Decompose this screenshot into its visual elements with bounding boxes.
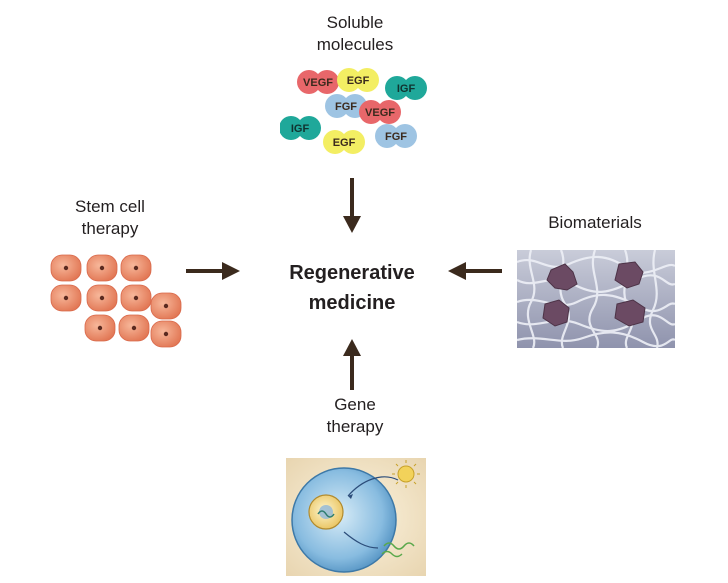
stem-cell bbox=[86, 254, 118, 282]
center-title-line1: Regenerative bbox=[289, 262, 415, 284]
expressed-protein-strand-2 bbox=[381, 550, 403, 558]
gene-therapy-line1: Gene bbox=[334, 395, 376, 414]
stem-cell-therapy-line1: Stem cell bbox=[75, 197, 145, 216]
molecule-label: IGF bbox=[291, 123, 310, 135]
expressed-protein-strand bbox=[383, 542, 415, 550]
molecule-label: EGF bbox=[333, 137, 356, 149]
molecule-egf: EGF bbox=[337, 68, 379, 92]
gene-therapy-illustration bbox=[286, 458, 426, 576]
stem-cells-illustration bbox=[50, 254, 182, 348]
molecule-label: VEGF bbox=[365, 107, 395, 119]
stem-cell bbox=[120, 284, 152, 312]
scaffold-cells bbox=[542, 261, 646, 327]
stem-cell bbox=[50, 254, 82, 282]
biomaterials-scaffold-illustration bbox=[517, 250, 675, 348]
molecule-vegf: VEGF bbox=[297, 70, 339, 94]
scaffold-fibers bbox=[517, 250, 675, 348]
center-title-line2: medicine bbox=[308, 292, 396, 314]
viral-vector-icon bbox=[397, 465, 415, 483]
molecule-vegf: VEGF bbox=[359, 100, 401, 124]
stem-cell bbox=[120, 254, 152, 282]
stem-cell bbox=[150, 320, 182, 348]
arrow-down-from-molecules bbox=[343, 178, 361, 233]
vector-path-arrowhead bbox=[348, 494, 353, 499]
molecule-fgf: FGF bbox=[375, 124, 417, 148]
nucleolus bbox=[319, 505, 333, 519]
molecule-label: EGF bbox=[347, 75, 370, 87]
vector-path-arrow bbox=[347, 476, 399, 497]
stem-cell bbox=[84, 314, 116, 342]
soluble-molecules-line1: Soluble bbox=[326, 13, 384, 32]
expression-arrow bbox=[343, 531, 379, 549]
soluble-molecules-label: Soluble molecules bbox=[300, 12, 410, 56]
stem-cell-therapy-line2: therapy bbox=[81, 219, 139, 238]
stem-cell bbox=[86, 284, 118, 312]
soluble-molecules-line2: molecules bbox=[316, 35, 394, 54]
molecule-label: FGF bbox=[385, 131, 407, 143]
molecule-igf: IGF bbox=[385, 76, 427, 100]
arrow-left-from-biomaterials bbox=[448, 262, 502, 280]
viral-vector-spikes bbox=[392, 460, 420, 488]
stem-cell-therapy-label: Stem cell therapy bbox=[50, 196, 170, 240]
molecule-label: VEGF bbox=[303, 77, 333, 89]
dna-in-nucleus bbox=[317, 510, 335, 518]
molecule-label: FGF bbox=[335, 101, 357, 113]
molecule-egf: EGF bbox=[323, 130, 365, 154]
stem-cell bbox=[118, 314, 150, 342]
stem-cell bbox=[50, 284, 82, 312]
stem-cell bbox=[150, 292, 182, 320]
molecule-label: IGF bbox=[397, 83, 416, 95]
molecule-igf: IGF bbox=[280, 116, 321, 140]
arrow-up-from-gene-therapy bbox=[343, 339, 361, 390]
biomaterials-label: Biomaterials bbox=[548, 213, 642, 232]
target-cell bbox=[291, 467, 397, 573]
gene-therapy-label: Gene therapy bbox=[300, 394, 410, 438]
arrow-right-from-stem-cells bbox=[186, 262, 240, 280]
center-title: Regenerative medicine bbox=[262, 258, 442, 318]
gene-therapy-line2: therapy bbox=[326, 417, 384, 436]
